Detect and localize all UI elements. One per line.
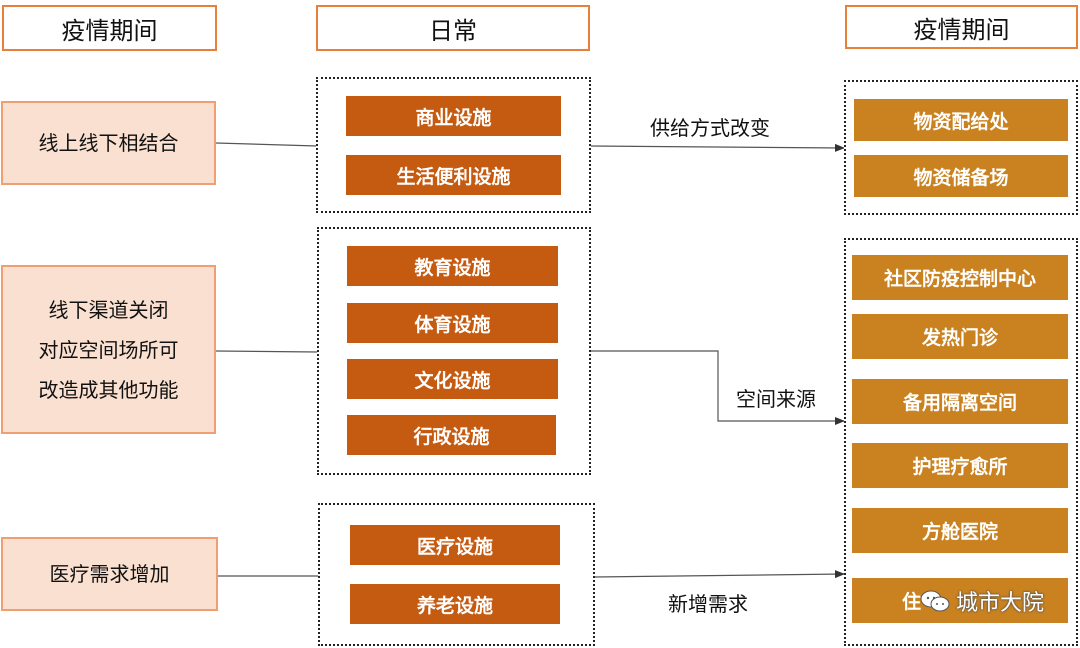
middle-item: 文化设施 — [347, 359, 558, 399]
right-item-label: 方舱医院 — [921, 521, 998, 543]
connector-left-1 — [215, 142, 318, 147]
header-left: 疫情期间 — [2, 5, 217, 51]
middle-item: 养老设施 — [350, 584, 560, 624]
arrow-demand — [594, 570, 845, 579]
left-box-online-offline: 线上线下相结合 — [1, 101, 216, 185]
middle-item: 生活便利设施 — [346, 155, 561, 195]
middle-item-label: 教育设施 — [414, 256, 491, 279]
left-box-offline-closed: 线下渠道关闭 对应空间场所可 改造成其他功能 — [1, 265, 216, 434]
middle-item-label: 体育设施 — [414, 313, 491, 336]
right-item: 住 — [852, 578, 1068, 623]
middle-item-label: 行政设施 — [413, 425, 490, 448]
right-item-label: 物资配给处 — [913, 110, 1009, 133]
middle-item-label: 文化设施 — [414, 369, 491, 392]
middle-item-label: 养老设施 — [416, 594, 493, 617]
right-item-label: 物资储备场 — [913, 166, 1009, 189]
header-middle-label: 日常 — [429, 16, 477, 45]
middle-item: 行政设施 — [347, 415, 556, 455]
right-item-label: 住 — [902, 591, 922, 613]
right-item: 备用隔离空间 — [852, 379, 1068, 424]
header-right-label: 疫情期间 — [913, 15, 1010, 44]
left-box-medical-demand: 医疗需求增加 — [1, 537, 218, 611]
wechat-icon — [920, 590, 950, 612]
header-middle: 日常 — [316, 5, 590, 51]
left-box-2-line-2: 对应空间场所可 — [38, 337, 179, 362]
left-box-2-line-3: 改造成其他功能 — [38, 377, 179, 402]
right-item: 方舱医院 — [852, 508, 1068, 553]
edge-label-supply: 供给方式改变 — [650, 116, 770, 140]
left-box-3-line-1: 医疗需求增加 — [49, 562, 170, 586]
middle-item: 医疗设施 — [350, 525, 560, 565]
right-item: 物资储备场 — [854, 155, 1068, 197]
header-right: 疫情期间 — [845, 5, 1078, 49]
watermark: 城市大院 — [920, 585, 1044, 617]
edge-label-demand: 新增需求 — [668, 592, 748, 616]
right-item: 社区防疫控制中心 — [852, 255, 1068, 300]
middle-item: 教育设施 — [347, 246, 558, 286]
arrow-space — [591, 350, 845, 425]
right-item: 护理疗愈所 — [852, 443, 1068, 488]
right-item-label: 备用隔离空间 — [902, 392, 1017, 414]
middle-item-label: 医疗设施 — [416, 535, 493, 558]
middle-item: 商业设施 — [346, 96, 561, 136]
left-box-2-line-1: 线下渠道关闭 — [48, 297, 169, 322]
edge-label-space: 空间来源 — [736, 387, 816, 411]
left-box-1-line-1: 线上线下相结合 — [38, 131, 179, 155]
middle-item-label: 生活便利设施 — [396, 165, 511, 188]
right-item: 物资配给处 — [854, 99, 1068, 141]
right-item-label: 护理疗愈所 — [912, 456, 1008, 478]
right-item: 发热门诊 — [852, 314, 1068, 359]
right-item-label: 发热门诊 — [921, 327, 998, 349]
watermark-text: 城市大院 — [956, 591, 1045, 616]
connector-left-2 — [215, 350, 319, 353]
arrow-supply — [590, 143, 845, 152]
middle-item-label: 商业设施 — [415, 106, 492, 129]
header-left-label: 疫情期间 — [61, 16, 158, 45]
middle-item: 体育设施 — [347, 303, 558, 343]
right-item-label: 社区防疫控制中心 — [883, 268, 1036, 290]
